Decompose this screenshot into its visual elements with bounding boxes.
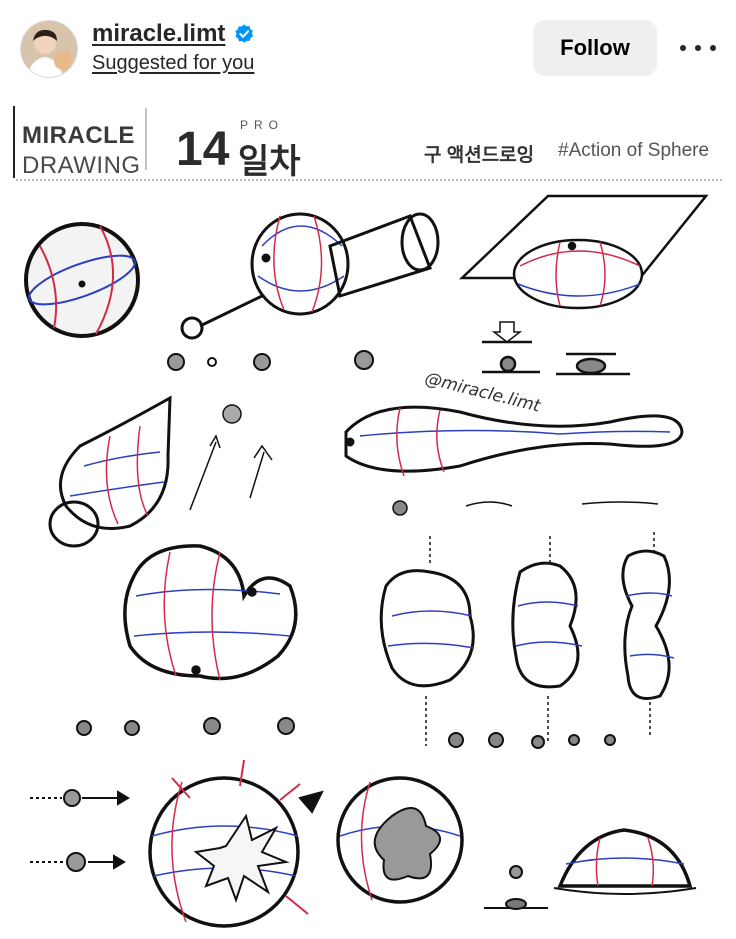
day-number: 14 [176,123,230,176]
korean-title: 구 액션드로잉 [424,145,535,166]
user-info: miracle.limt Suggested for you [92,20,255,75]
avatar-image [21,21,77,77]
follow-button[interactable]: Follow [533,20,657,76]
more-dot [710,45,716,51]
more-dot [680,45,686,51]
more-dot [695,45,701,51]
more-options-icon[interactable] [680,36,716,60]
post-header: miracle.limt Suggested for you Follow [0,0,736,96]
verified-badge-icon [235,24,254,43]
username-link[interactable]: miracle.limt [92,20,226,47]
brand-line-2: DRAWING [22,152,141,179]
pro-label: PRO [240,118,285,132]
user-avatar[interactable] [20,20,78,78]
post-title-strip: MIRACLE DRAWING PRO 14 일차 구 액션드로잉 #Actio… [16,104,724,182]
sphere-drawing-illustration: @miracle.limt [13,106,722,928]
post-image[interactable]: @miracle.limt [0,96,736,939]
english-title: #Action of Sphere [558,140,710,161]
username-row: miracle.limt [92,20,255,48]
day-unit: 일차 [238,143,301,181]
brand-line-1: MIRACLE [22,122,135,149]
suggested-label[interactable]: Suggested for you [92,52,255,74]
